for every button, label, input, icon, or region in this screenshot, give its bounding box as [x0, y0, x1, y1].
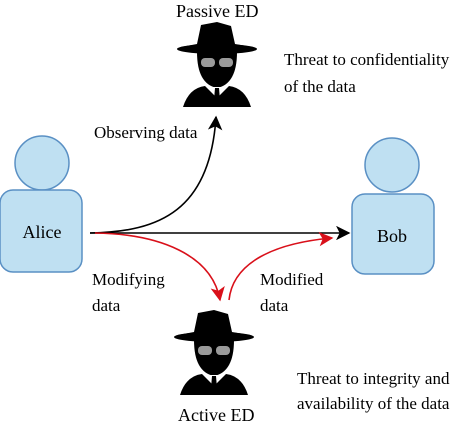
- edge-modified: [228, 231, 334, 301]
- integrity-note-line1: Threat to integrity and: [297, 369, 450, 388]
- passive-ed-title: Passive ED: [176, 1, 259, 21]
- bob-person-icon: [351, 137, 435, 275]
- confidentiality-note-line1: Threat to confidentiality: [284, 50, 450, 69]
- bob-label: Bob: [376, 226, 407, 246]
- modified-label-line1: Modified: [260, 270, 324, 289]
- edge-modifying: [94, 232, 225, 302]
- edge-observing: [89, 115, 223, 234]
- observing-data-label: Observing data: [94, 123, 198, 142]
- active-spy-icon: [174, 310, 254, 395]
- passive-spy-icon: [177, 22, 257, 107]
- integrity-note-line2: availability of the data: [297, 394, 450, 413]
- modifying-label-line1: Modifying: [92, 270, 165, 289]
- modified-label-line2: data: [260, 296, 289, 315]
- active-ed-title: Active ED: [178, 405, 255, 425]
- alice-person-icon: [0, 135, 83, 273]
- alice-label: Alice: [22, 222, 62, 242]
- confidentiality-note-line2: of the data: [284, 77, 356, 96]
- modifying-label-line2: data: [92, 296, 121, 315]
